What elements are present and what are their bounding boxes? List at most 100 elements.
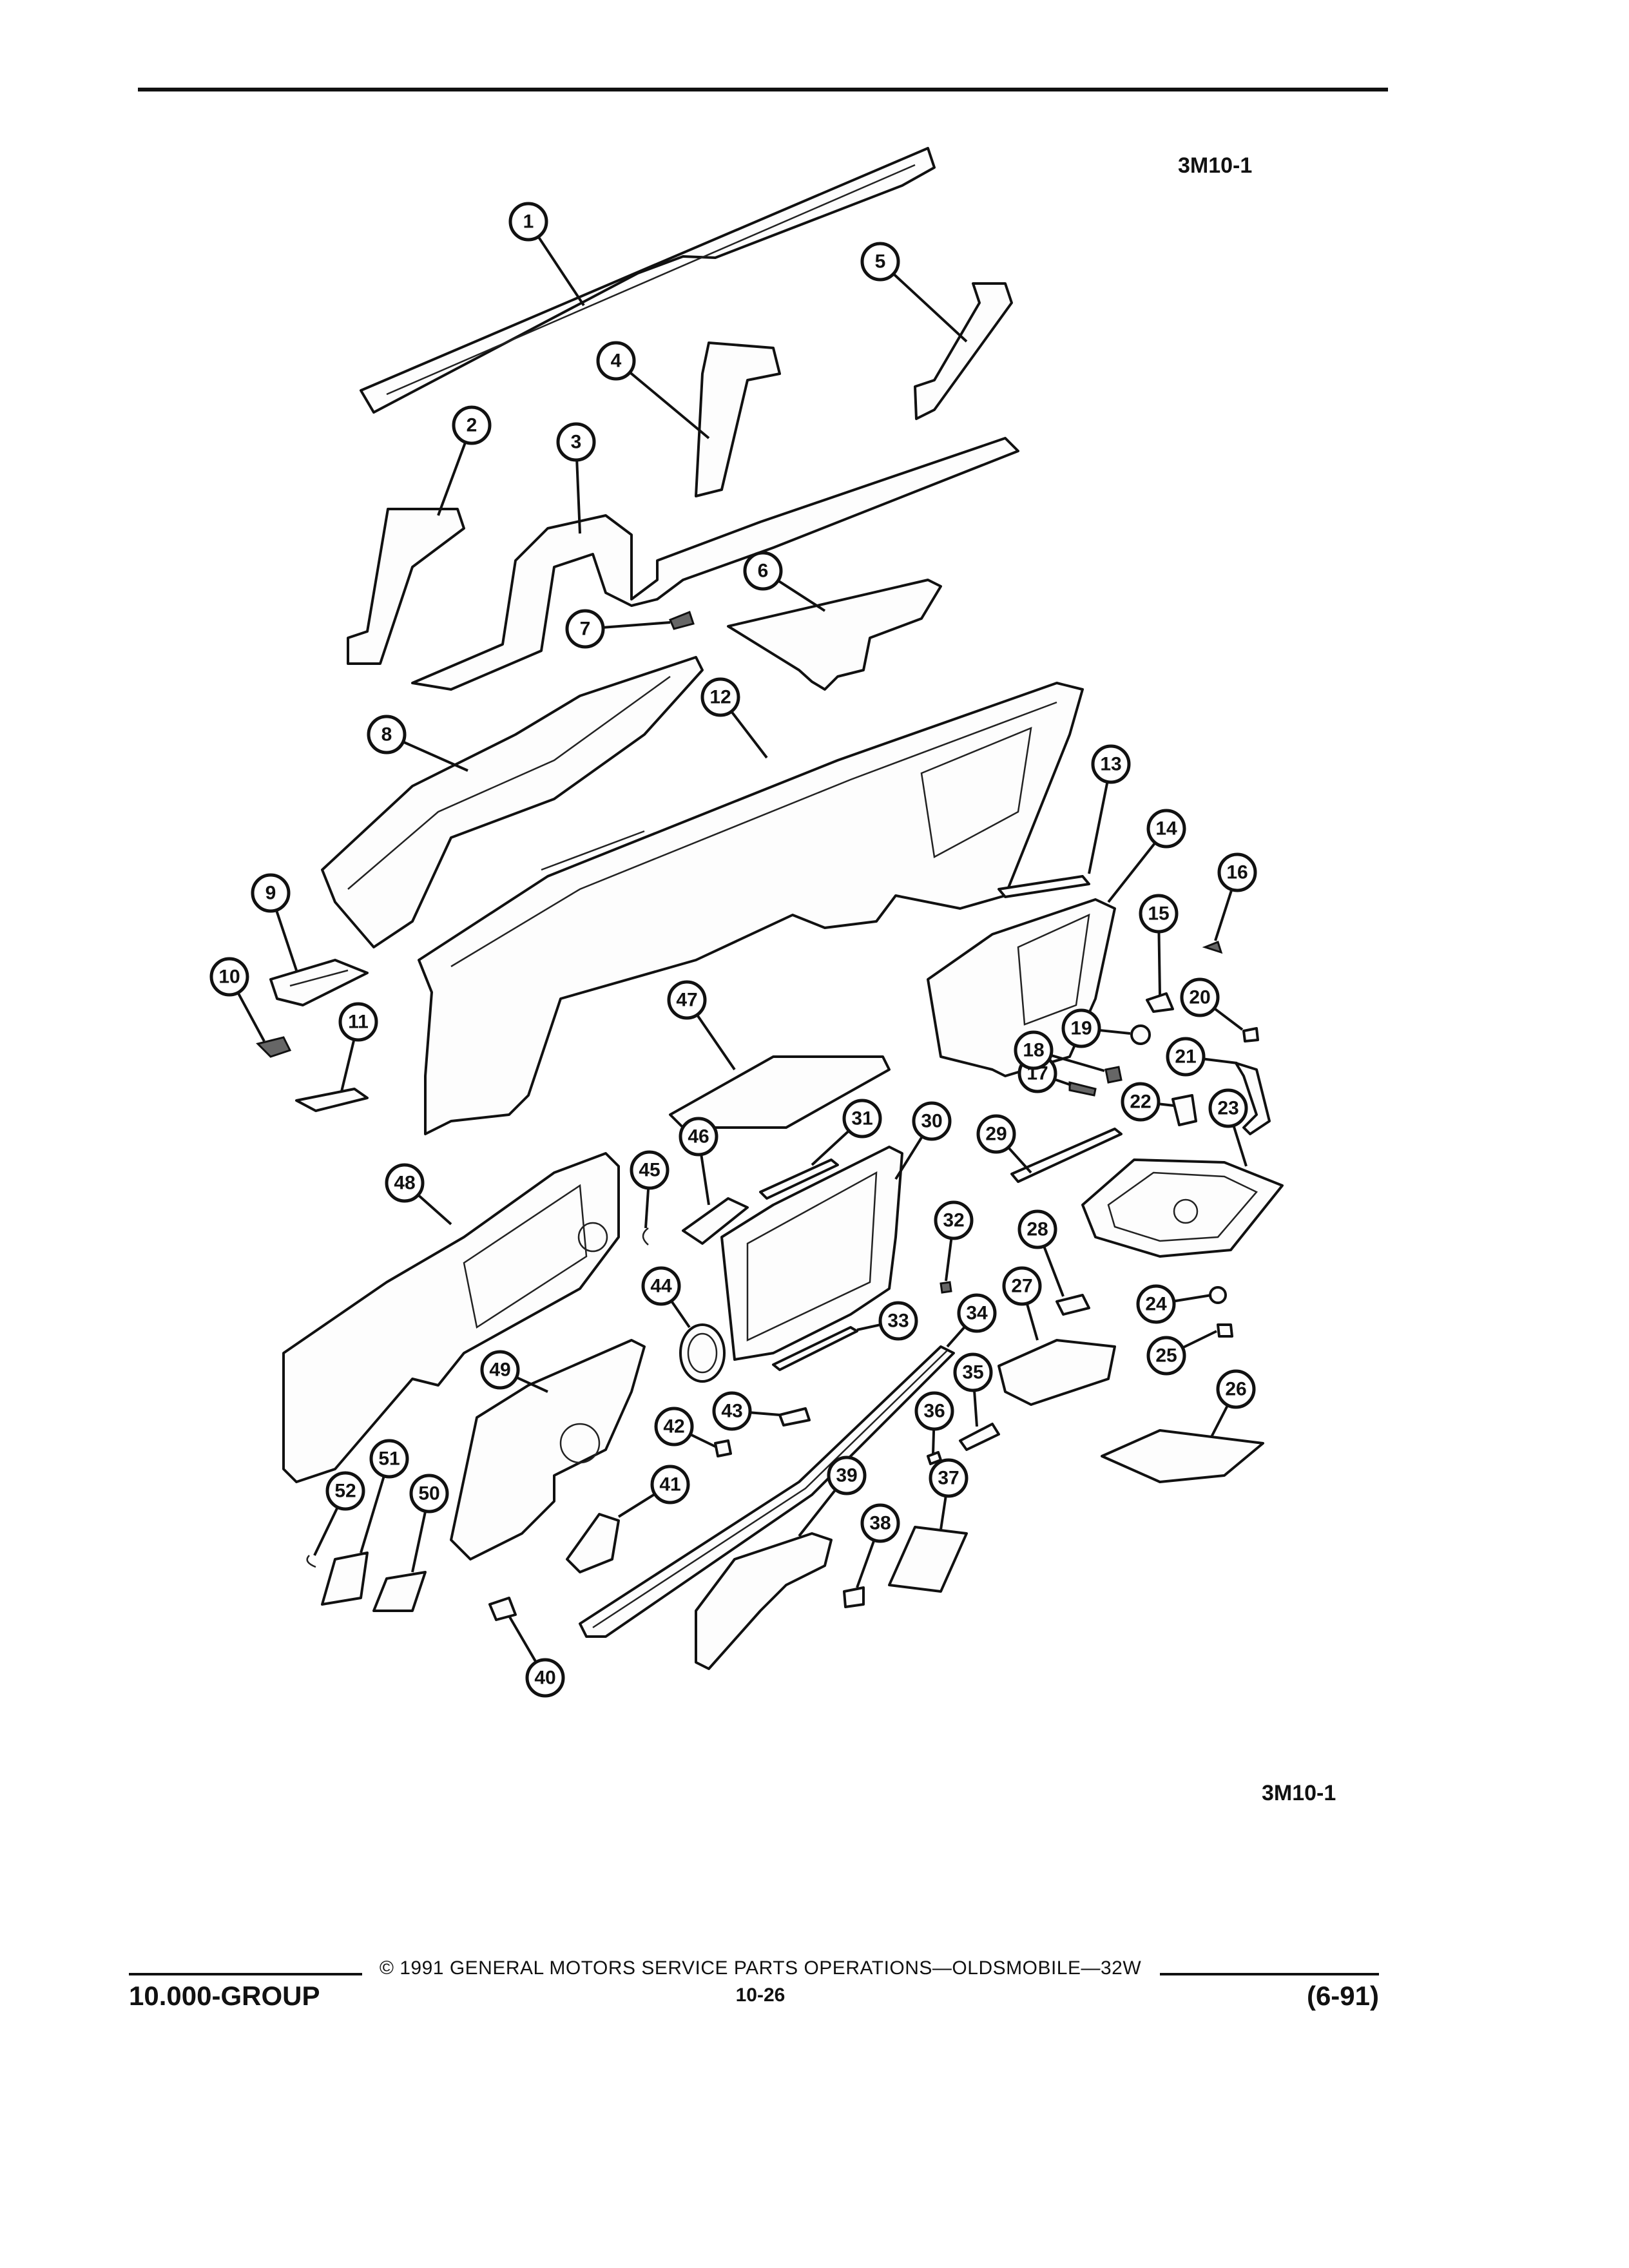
footer-page-number: 10-26 bbox=[735, 1984, 786, 2006]
part-49 bbox=[450, 1339, 646, 1561]
callout-26: 26 bbox=[1216, 1369, 1256, 1409]
callout-45: 45 bbox=[630, 1150, 670, 1190]
callout-label: 11 bbox=[348, 1012, 369, 1033]
leader-line-10 bbox=[236, 992, 265, 1042]
callout-label: 41 bbox=[659, 1474, 680, 1495]
leader-line-26 bbox=[1210, 1404, 1229, 1437]
leader-line-17 bbox=[1054, 1078, 1072, 1086]
callout-8: 8 bbox=[367, 715, 407, 754]
callout-32: 32 bbox=[934, 1200, 974, 1240]
callout-label: 50 bbox=[418, 1483, 439, 1504]
callout-3: 3 bbox=[556, 422, 596, 462]
callout-25: 25 bbox=[1146, 1336, 1186, 1376]
figure-code-bottom: 3M10-1 bbox=[1262, 1781, 1336, 1805]
callout-52: 52 bbox=[325, 1471, 365, 1511]
part-50 bbox=[372, 1571, 427, 1612]
leader-line-24 bbox=[1173, 1294, 1212, 1303]
part-16 bbox=[1202, 941, 1223, 954]
leader-line-12 bbox=[730, 711, 768, 759]
callout-30: 30 bbox=[912, 1101, 952, 1141]
callout-41: 41 bbox=[650, 1465, 690, 1504]
callout-label: 40 bbox=[534, 1667, 555, 1689]
leader-line-19 bbox=[1099, 1028, 1131, 1035]
part-13 bbox=[998, 875, 1090, 898]
leader-line-25 bbox=[1182, 1330, 1217, 1349]
callout-label: 43 bbox=[721, 1401, 742, 1422]
callout-38: 38 bbox=[860, 1503, 900, 1543]
callout-label: 42 bbox=[663, 1416, 684, 1437]
part-8 bbox=[321, 656, 704, 948]
callout-29: 29 bbox=[976, 1114, 1016, 1154]
part-45 bbox=[642, 1227, 649, 1245]
part-27 bbox=[998, 1339, 1116, 1406]
callout-15: 15 bbox=[1139, 894, 1179, 934]
leader-line-44 bbox=[670, 1300, 691, 1329]
callout-label: 2 bbox=[467, 415, 477, 436]
callout-label: 19 bbox=[1070, 1018, 1092, 1039]
leader-line-18 bbox=[1050, 1053, 1105, 1072]
leader-line-9 bbox=[275, 909, 298, 971]
callout-4: 4 bbox=[596, 341, 636, 381]
callout-label: 52 bbox=[334, 1481, 356, 1502]
callout-39: 39 bbox=[827, 1456, 867, 1495]
callout-46: 46 bbox=[679, 1117, 718, 1157]
leader-line-39 bbox=[798, 1488, 837, 1537]
exploded-parts-diagram: 1234567891011121314151617181920212223242… bbox=[209, 147, 1284, 1698]
callout-label: 46 bbox=[688, 1126, 709, 1148]
callout-label: 39 bbox=[836, 1465, 857, 1486]
callout-47: 47 bbox=[667, 980, 707, 1020]
callout-20: 20 bbox=[1180, 977, 1220, 1017]
part-51 bbox=[321, 1552, 369, 1606]
callout-label: 9 bbox=[265, 883, 276, 904]
callout-21: 21 bbox=[1166, 1037, 1206, 1077]
leader-line-8 bbox=[402, 740, 468, 772]
callout-16: 16 bbox=[1217, 852, 1257, 892]
callout-14: 14 bbox=[1146, 809, 1186, 849]
part-43 bbox=[778, 1407, 811, 1427]
part-48 bbox=[282, 1152, 620, 1483]
part-35 bbox=[959, 1423, 1000, 1451]
callout-7: 7 bbox=[565, 609, 605, 649]
callout-label: 20 bbox=[1189, 987, 1210, 1008]
leader-line-29 bbox=[1007, 1146, 1032, 1174]
parts-layer bbox=[256, 147, 1284, 1670]
part-20 bbox=[1242, 1027, 1259, 1043]
part-28 bbox=[1055, 1294, 1090, 1316]
leader-line-28 bbox=[1043, 1245, 1065, 1297]
callout-label: 48 bbox=[394, 1173, 415, 1194]
leader-line-48 bbox=[417, 1194, 452, 1225]
callout-label: 49 bbox=[489, 1360, 510, 1381]
callout-label: 3 bbox=[571, 432, 582, 453]
callout-51: 51 bbox=[369, 1439, 409, 1479]
callout-1: 1 bbox=[508, 202, 548, 242]
callout-label: 33 bbox=[887, 1311, 909, 1332]
leader-line-42 bbox=[689, 1433, 717, 1448]
callout-label: 4 bbox=[611, 351, 622, 372]
callout-label: 25 bbox=[1155, 1345, 1177, 1367]
callout-label: 12 bbox=[709, 687, 731, 708]
part-41 bbox=[566, 1513, 620, 1573]
callout-label: 26 bbox=[1225, 1379, 1246, 1400]
callout-19: 19 bbox=[1061, 1008, 1101, 1048]
callout-label: 31 bbox=[851, 1108, 872, 1129]
callout-50: 50 bbox=[409, 1474, 449, 1514]
leader-line-49 bbox=[516, 1376, 548, 1393]
leader-line-20 bbox=[1213, 1007, 1244, 1031]
footer-rule-left bbox=[129, 1973, 362, 1975]
part-40 bbox=[488, 1597, 517, 1621]
leader-line-4 bbox=[629, 371, 710, 439]
callout-label: 22 bbox=[1130, 1091, 1151, 1113]
leader-line-7 bbox=[602, 621, 671, 629]
callout-label: 28 bbox=[1027, 1219, 1048, 1240]
leader-line-13 bbox=[1088, 782, 1109, 874]
leader-line-38 bbox=[856, 1539, 876, 1588]
part-34 bbox=[579, 1345, 955, 1638]
callout-49: 49 bbox=[480, 1350, 520, 1390]
footer-group: 10.000-GROUP bbox=[129, 1981, 320, 2011]
callout-label: 27 bbox=[1011, 1276, 1032, 1297]
callout-label: 13 bbox=[1100, 754, 1121, 775]
callout-9: 9 bbox=[251, 873, 291, 913]
leader-line-34 bbox=[946, 1325, 966, 1348]
callout-label: 30 bbox=[921, 1111, 942, 1132]
